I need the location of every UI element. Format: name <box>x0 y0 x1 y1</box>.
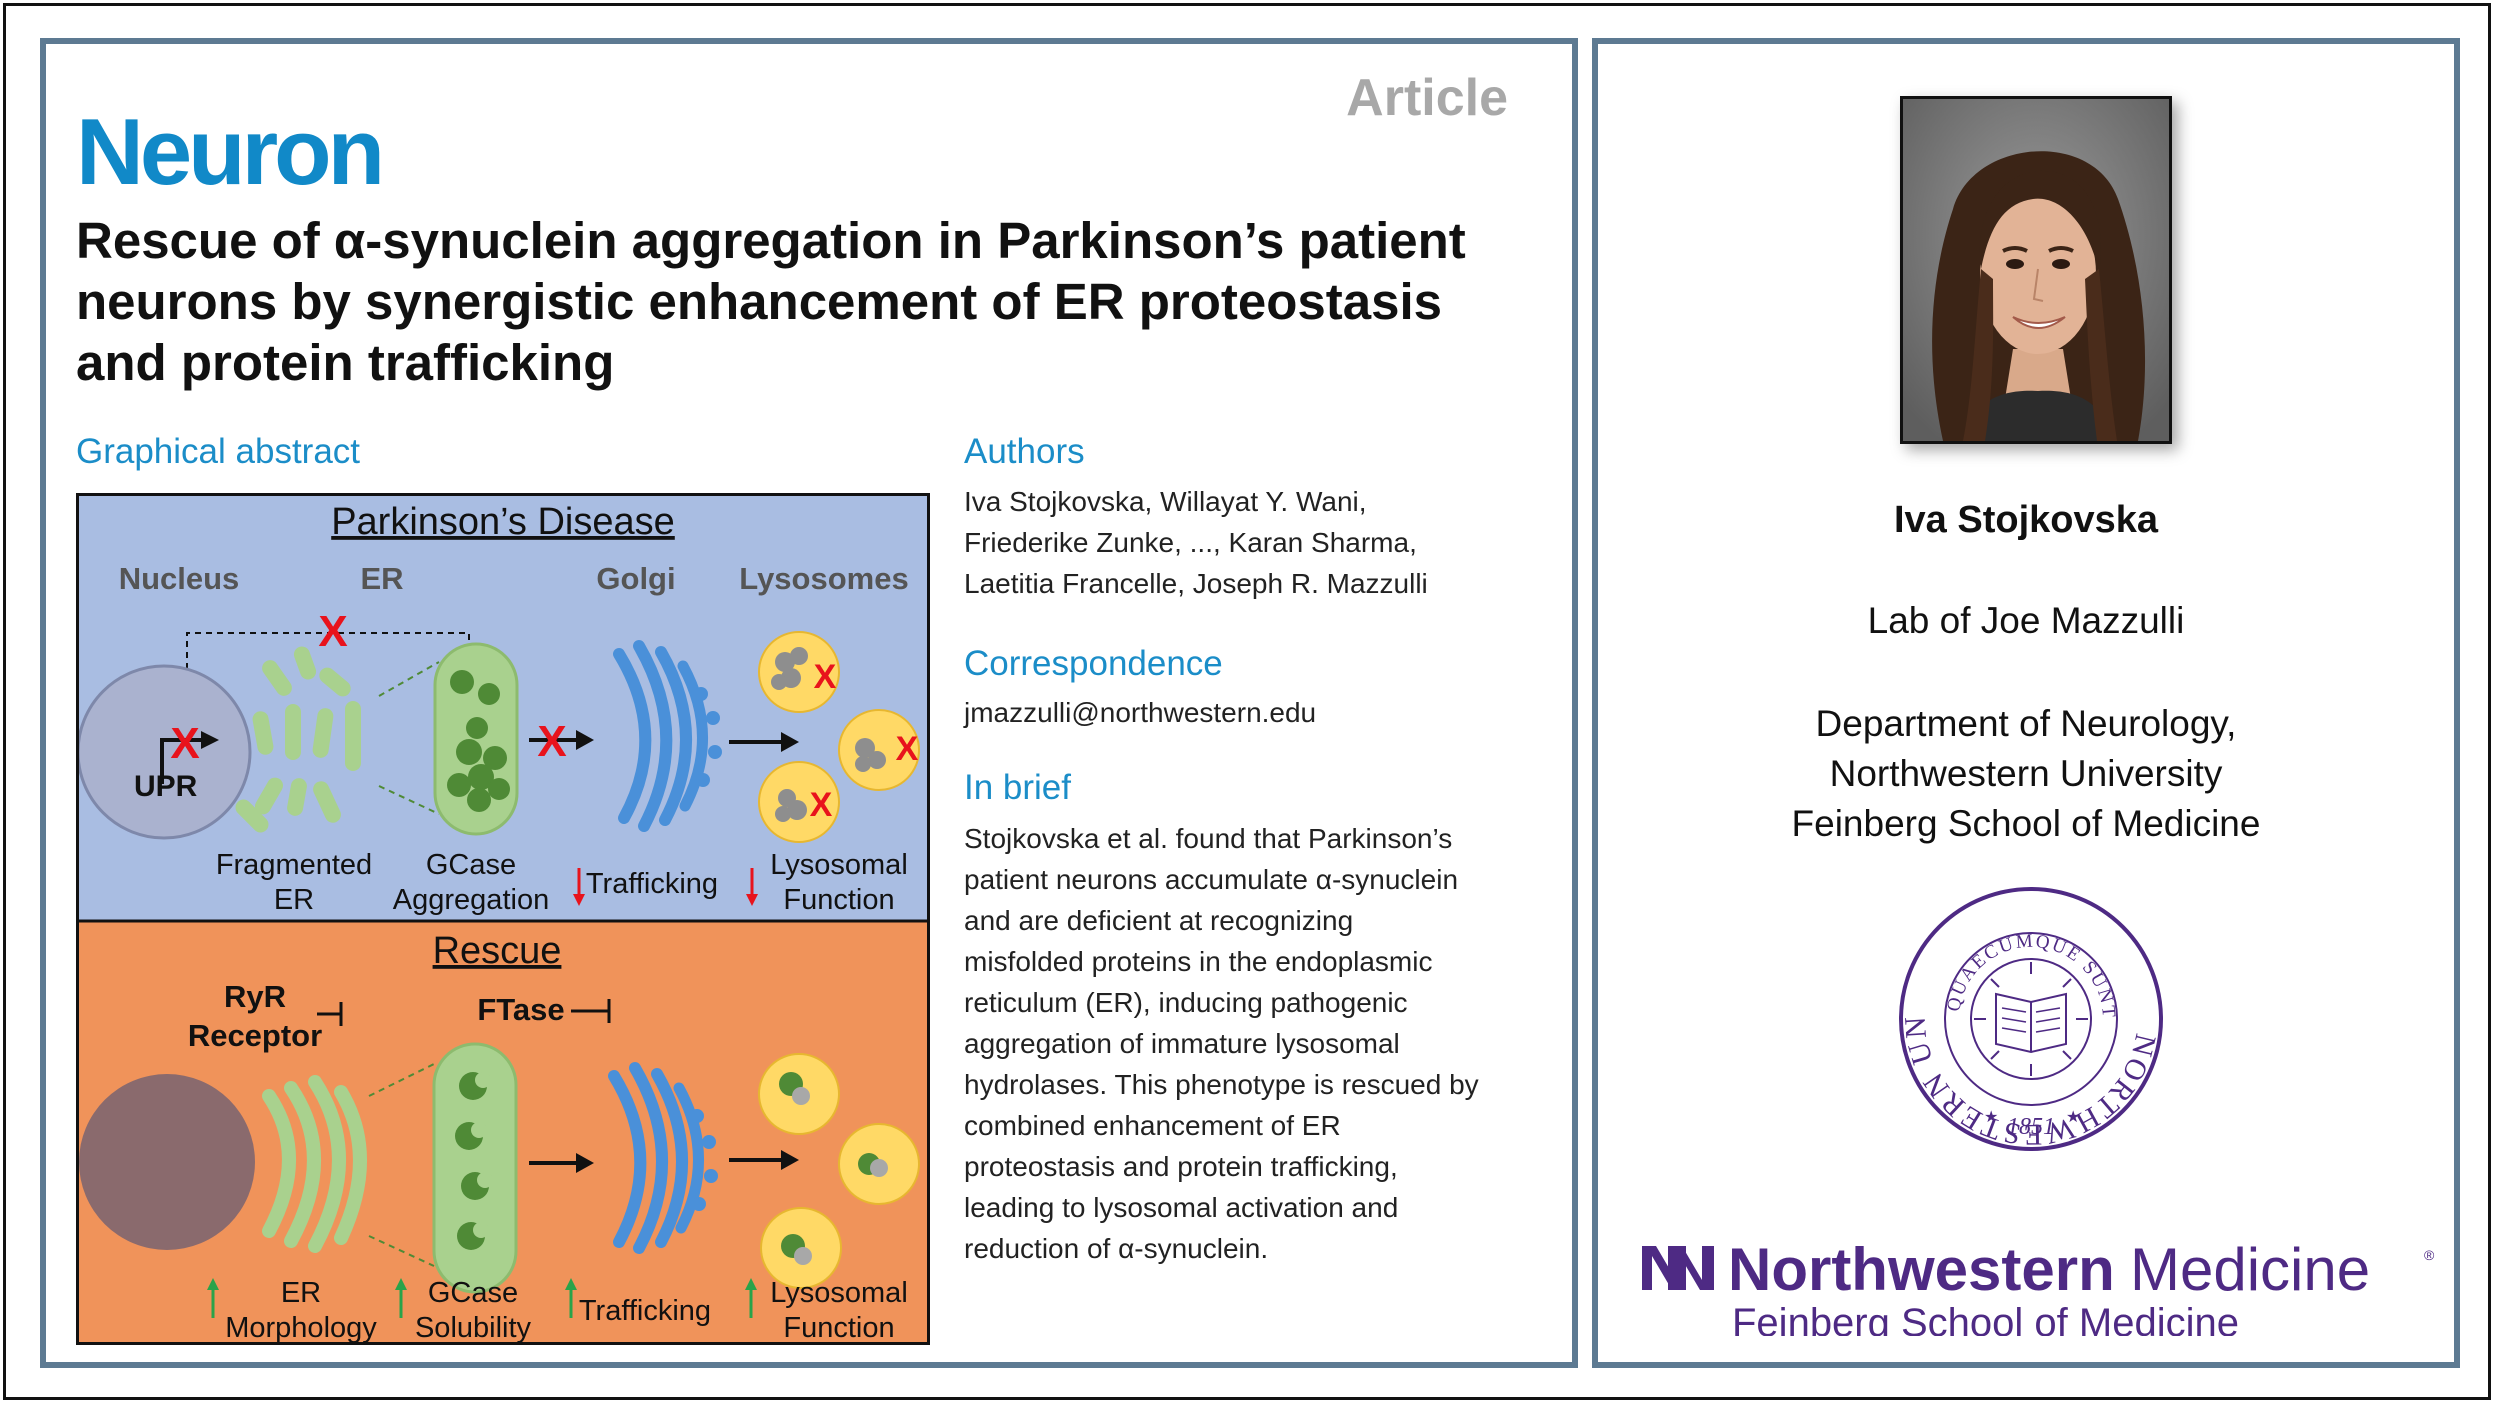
svg-text:★: ★ <box>1984 1109 1998 1126</box>
label-ryr-1: RyR <box>224 979 286 1014</box>
label-lysosomal-2: Function <box>783 884 894 916</box>
profile-lab: Lab of Joe Mazzulli <box>1867 600 2185 641</box>
profile-panel: Iva Stojkovska Lab of Joe Mazzulli Depar… <box>1592 38 2460 1368</box>
lysosomes-rescue <box>758 1053 920 1289</box>
label-gcase-r2: Solubility <box>415 1312 532 1342</box>
label-trafficking-rescue: Trafficking <box>579 1295 711 1327</box>
label-lysosomal-r2: Function <box>783 1312 894 1342</box>
paper-panel: Neuron Article Rescue of α-synuclein agg… <box>40 38 1578 1368</box>
label-trafficking-disease: Trafficking <box>586 868 718 900</box>
fragmented-er <box>235 646 361 833</box>
nucleus-x: X <box>170 719 199 768</box>
journal-name: Neuron <box>76 99 385 204</box>
col-er: ER <box>360 561 403 596</box>
label-lysosomal-1: Lysosomal <box>770 849 908 881</box>
label-fragmented-2: ER <box>274 884 314 916</box>
label-er-2: Morphology <box>225 1312 377 1342</box>
logo-brand-light: Medicine <box>2130 1236 2370 1303</box>
paper-title: Rescue of α-synuclein aggregation in Par… <box>76 212 1466 391</box>
svg-text:★: ★ <box>2066 1109 2080 1126</box>
authors-heading: Authors <box>964 432 1085 471</box>
label-ftase: FTase <box>477 992 564 1027</box>
lysosomes-disease: X X X <box>758 631 920 843</box>
upr-label: UPR <box>134 770 198 803</box>
nucleus-rescue <box>79 1074 255 1250</box>
graphical-abstract: Parkinson’s Disease Nucleus ER Golgi Lys… <box>76 493 930 1345</box>
in-brief-heading: In brief <box>964 768 1071 807</box>
northwestern-seal: NORTHWESTERN UNIVERSITY QUAECUMQUE SUNT … <box>1884 858 2166 1159</box>
rescue-heading: Rescue <box>433 930 562 972</box>
golgi-disease <box>613 640 708 832</box>
label-lysosomal-r1: Lysosomal <box>770 1277 908 1309</box>
profile-name: Iva Stojkovska <box>1893 499 2159 541</box>
label-er-1: ER <box>281 1277 321 1309</box>
disease-heading: Parkinson’s Disease <box>331 501 675 543</box>
correspondence-email[interactable]: jmazzulli@northwestern.edu <box>964 697 1317 728</box>
gcase-aggregates <box>447 670 510 812</box>
northwestern-medicine-logo: Northwestern Medicine ® Feinberg School … <box>1642 1186 2442 1345</box>
svg-text:X: X <box>810 786 833 824</box>
er-rescue <box>262 1075 367 1253</box>
in-brief-text: Stojkovska et al. found that Parkinson’s… <box>964 823 1479 1264</box>
label-ryr-2: Receptor <box>188 1018 322 1053</box>
profile-photo <box>1900 96 2172 444</box>
logo-brand-bold: Northwestern <box>1728 1236 2115 1303</box>
upr-block-x: X <box>318 607 347 656</box>
outer-frame <box>3 3 2491 1400</box>
seal-year: 1851 <box>2007 1114 2055 1140</box>
golgi-rescue <box>608 1062 704 1254</box>
authors-list: Iva Stojkovska, Willayat Y. Wani, Friede… <box>964 486 1428 599</box>
graphical-abstract-heading: Graphical abstract <box>76 432 361 471</box>
col-nucleus: Nucleus <box>119 561 240 596</box>
nucleus-disease <box>79 664 252 840</box>
profile-department: Department of Neurology, Northwestern Un… <box>1791 703 2261 844</box>
trafficking-block-x: X <box>537 717 566 766</box>
svg-text:®: ® <box>2424 1247 2435 1263</box>
label-fragmented-1: Fragmented <box>216 849 372 881</box>
logo-subtitle: Feinberg School of Medicine <box>1732 1301 2239 1336</box>
label-gcase-1: GCase <box>426 849 516 881</box>
article-type: Article <box>1346 69 1508 127</box>
label-gcase-2: Aggregation <box>393 884 549 916</box>
correspondence-heading: Correspondence <box>964 644 1223 683</box>
col-golgi: Golgi <box>596 561 675 596</box>
label-gcase-r1: GCase <box>428 1277 518 1309</box>
svg-text:X: X <box>896 730 919 768</box>
svg-text:X: X <box>814 658 837 696</box>
nm-mark-icon <box>1642 1246 1714 1290</box>
gcase-capsule-rescue <box>432 1042 518 1294</box>
col-lysosomes: Lysosomes <box>739 561 908 596</box>
